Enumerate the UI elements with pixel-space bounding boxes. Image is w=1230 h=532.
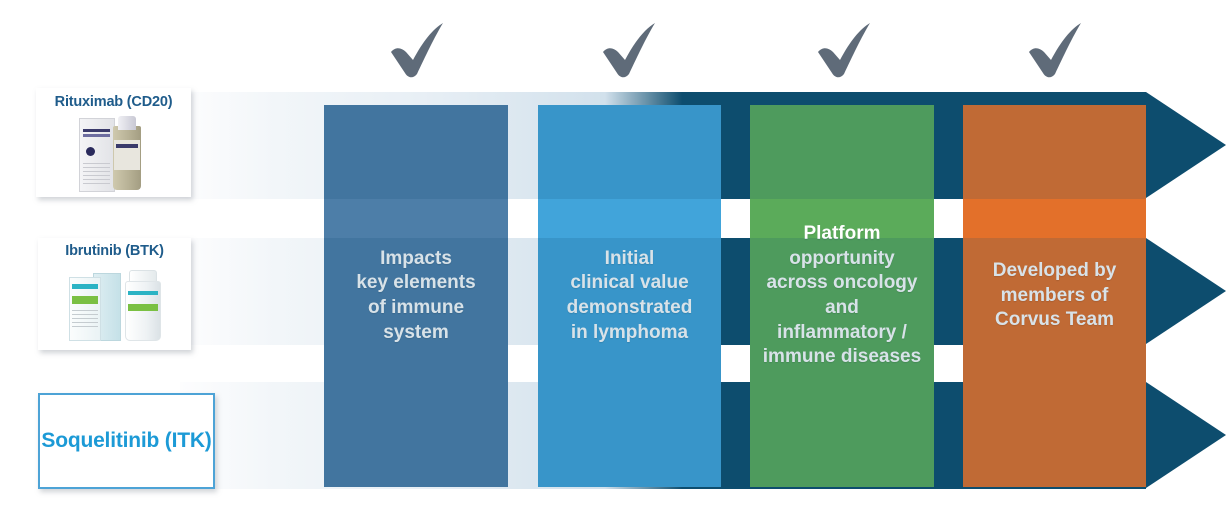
carton-stripe bbox=[82, 129, 110, 132]
check-icon bbox=[812, 16, 882, 82]
vial-label bbox=[113, 140, 140, 170]
value-column-corvus-team[interactable]: Developed by members of Corvus Team bbox=[963, 105, 1146, 487]
carton-teal-stripe bbox=[71, 284, 98, 289]
drug-card-label: Rituximab (CD20) bbox=[54, 94, 173, 110]
ibrutinib-bottle-photo bbox=[40, 261, 189, 350]
value-column-label: Impacts key elements of immune system bbox=[356, 247, 476, 343]
vial-body bbox=[112, 126, 141, 190]
column-shade bbox=[324, 105, 508, 199]
column-shade bbox=[324, 382, 508, 487]
column-shade bbox=[963, 382, 1146, 487]
value-column-label: Initial clinical value demonstrated in l… bbox=[566, 247, 693, 343]
check-icon bbox=[1023, 16, 1093, 82]
bottle-teal-stripe bbox=[127, 291, 158, 295]
drug-card-rituximab[interactable]: Rituximab (CD20) bbox=[36, 88, 191, 197]
carton-text-lines bbox=[82, 163, 110, 185]
vial-label-stripe bbox=[115, 144, 138, 148]
bottle-body bbox=[124, 281, 161, 341]
bottle-green-stripe bbox=[127, 304, 158, 311]
column-shade bbox=[963, 105, 1146, 199]
drug-card-soquelitinib[interactable]: Soquelitinib (ITK) bbox=[38, 393, 215, 489]
carton-front-graphic bbox=[68, 277, 101, 341]
drug-card-ibrutinib[interactable]: Ibrutinib (BTK) bbox=[38, 238, 191, 350]
rituximab-vial-photo bbox=[38, 112, 189, 196]
carton-green-stripe bbox=[71, 296, 98, 304]
check-icon bbox=[597, 16, 667, 82]
carton-logo-dot bbox=[85, 147, 95, 156]
column-shade bbox=[750, 382, 934, 487]
check-icon bbox=[385, 16, 455, 82]
value-column-immune-system[interactable]: Impacts key elements of immune system bbox=[324, 105, 508, 487]
drug-card-label: Ibrutinib (BTK) bbox=[65, 243, 164, 259]
drug-card-label: Soquelitinib (ITK) bbox=[41, 428, 212, 452]
value-column-platform-opportunity[interactable]: Platform opportunity across oncology and… bbox=[750, 105, 934, 487]
vial-cap bbox=[117, 116, 136, 130]
arrow-head-icon bbox=[1146, 238, 1226, 344]
value-column-clinical-value[interactable]: Initial clinical value demonstrated in l… bbox=[538, 105, 721, 487]
carton-stripe bbox=[82, 134, 110, 137]
value-column-label: Platform opportunity across oncology and… bbox=[762, 222, 922, 368]
arrow-head-icon bbox=[1146, 382, 1226, 488]
column-shade bbox=[538, 382, 721, 487]
column-shade bbox=[538, 105, 721, 199]
value-column-label: Developed by members of Corvus Team bbox=[992, 259, 1117, 331]
carton-graphic bbox=[78, 118, 115, 192]
carton-text-lines bbox=[71, 310, 98, 330]
arrow-head-icon bbox=[1146, 92, 1226, 198]
column-shade bbox=[750, 105, 934, 199]
